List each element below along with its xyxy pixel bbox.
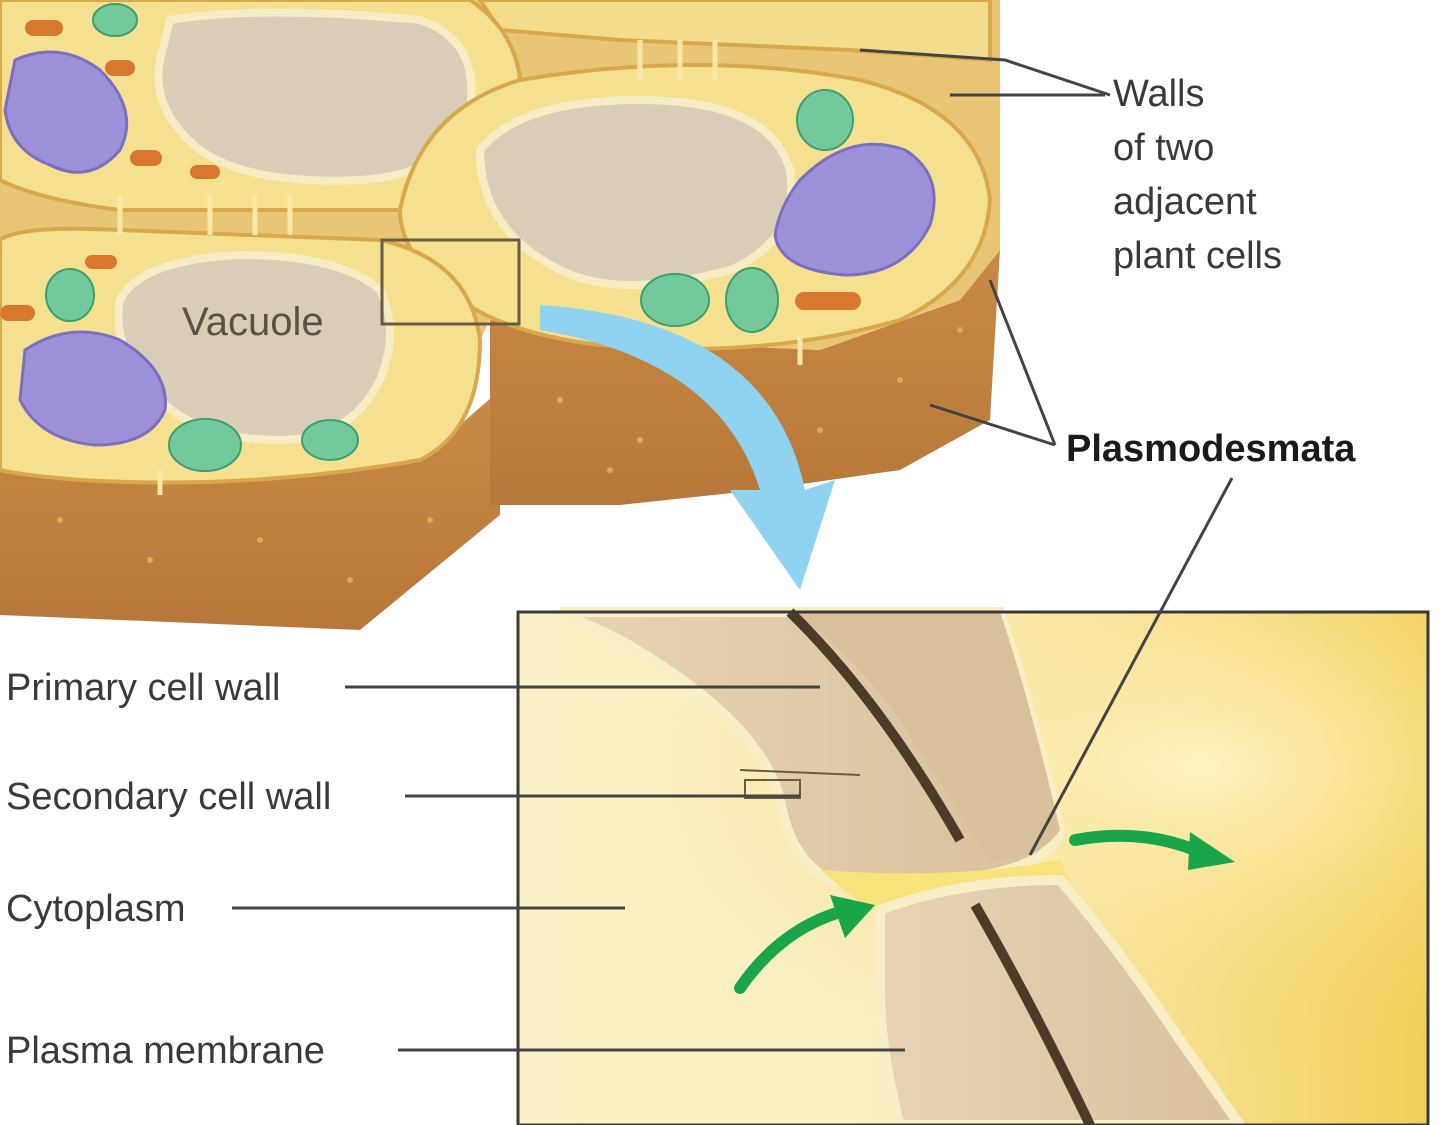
mitochondrion [25, 20, 63, 36]
zoom-arrow [540, 305, 835, 590]
chloroplast [796, 89, 854, 151]
mitochondrion [0, 305, 35, 321]
chloroplast [45, 268, 95, 322]
chloroplast [92, 3, 138, 37]
label-secondary-cell-wall: Secondary cell wall [6, 776, 332, 818]
chloroplast [725, 267, 779, 333]
cell-wall-side-left [0, 390, 500, 630]
flow-arrow-left [734, 906, 846, 994]
label-walls-line3: adjacent [1113, 181, 1257, 223]
label-walls-line4: plant cells [1113, 235, 1282, 277]
leader-plasmodesmata-3 [1028, 477, 1234, 856]
mitochondrion [795, 292, 861, 310]
leader-plasmodesmata-1 [988, 279, 1057, 446]
mitochondrion [190, 165, 220, 179]
mitochondrion [105, 60, 135, 76]
nucleus-right [773, 142, 936, 277]
mitochondrion [130, 150, 162, 166]
leader-walls [859, 48, 1111, 97]
plasmodesmata-marks [117, 40, 803, 495]
nucleus-lower-left [18, 330, 167, 447]
plasmodesma-channel [820, 860, 1070, 910]
chloroplast [301, 419, 359, 461]
mitochondrion [85, 255, 117, 269]
label-walls-line1: Walls [1113, 73, 1205, 115]
nucleus-upper-left [3, 50, 129, 174]
chloroplast [640, 273, 710, 327]
inset-wall-lower [875, 874, 1247, 1125]
label-walls-line2: of two [1113, 127, 1215, 169]
cell-lower-left [0, 226, 483, 485]
label-cytoplasm: Cytoplasm [6, 888, 186, 930]
zoom-region-box [380, 238, 521, 326]
label-primary-cell-wall: Primary cell wall [6, 667, 281, 709]
cell-block [0, 0, 1000, 630]
leader-plasmodesmata-2 [929, 403, 1056, 447]
label-vacuole: Vacuole [182, 300, 324, 344]
chloroplast [168, 418, 242, 472]
cell-wall-side-right [490, 250, 1000, 505]
label-plasmodesmata: Plasmodesmata [1066, 428, 1356, 470]
zoom-inset [516, 607, 1430, 1125]
leader-lines [232, 48, 1234, 1052]
cell-right [397, 63, 993, 352]
flow-arrow-right [1069, 829, 1201, 856]
label-plasma-membrane: Plasma membrane [6, 1030, 325, 1072]
